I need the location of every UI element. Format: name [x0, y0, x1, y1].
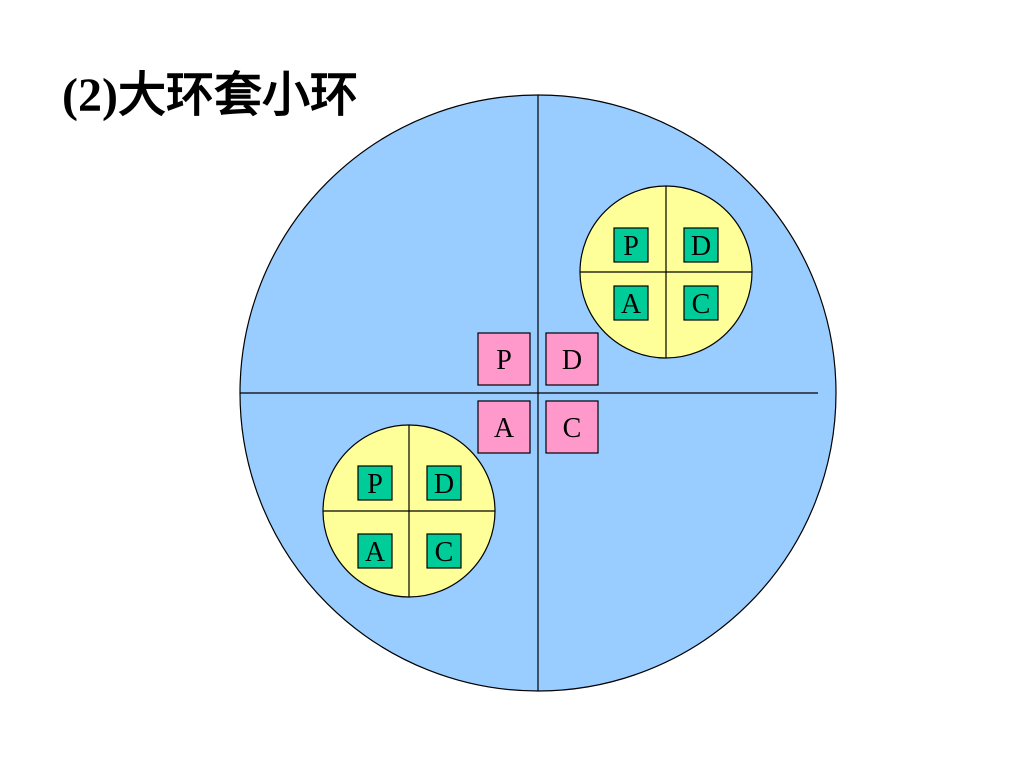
small-label-p: P [367, 469, 383, 500]
small-label-c: C [435, 537, 454, 568]
center-label-a: A [494, 413, 515, 444]
small-label-d: D [434, 469, 454, 500]
center-box-p [477, 332, 531, 386]
small-label-a: A [365, 537, 386, 568]
center-box-a [477, 400, 531, 454]
center-label-p: P [496, 345, 512, 376]
small-box-p [357, 465, 393, 501]
small-box-c [683, 285, 719, 321]
small-box-d [683, 227, 719, 263]
center-label-c: C [563, 413, 582, 444]
small-box-a [357, 533, 393, 569]
center-cycle: P D A C [477, 332, 599, 454]
center-box-d [545, 332, 599, 386]
center-label-d: D [562, 345, 582, 376]
small-cycle-top-right: P D A C [579, 185, 753, 359]
small-label-p: P [623, 231, 639, 262]
small-box-p [613, 227, 649, 263]
small-box-d [426, 465, 462, 501]
small-box-c [426, 533, 462, 569]
small-label-a: A [621, 289, 642, 320]
small-label-d: D [691, 231, 711, 262]
small-cycle-bottom-left: P D A C [322, 424, 496, 598]
slide-title: (2)大环套小环 [62, 69, 358, 122]
center-box-c [545, 400, 599, 454]
small-box-a [613, 285, 649, 321]
small-label-c: C [692, 289, 711, 320]
